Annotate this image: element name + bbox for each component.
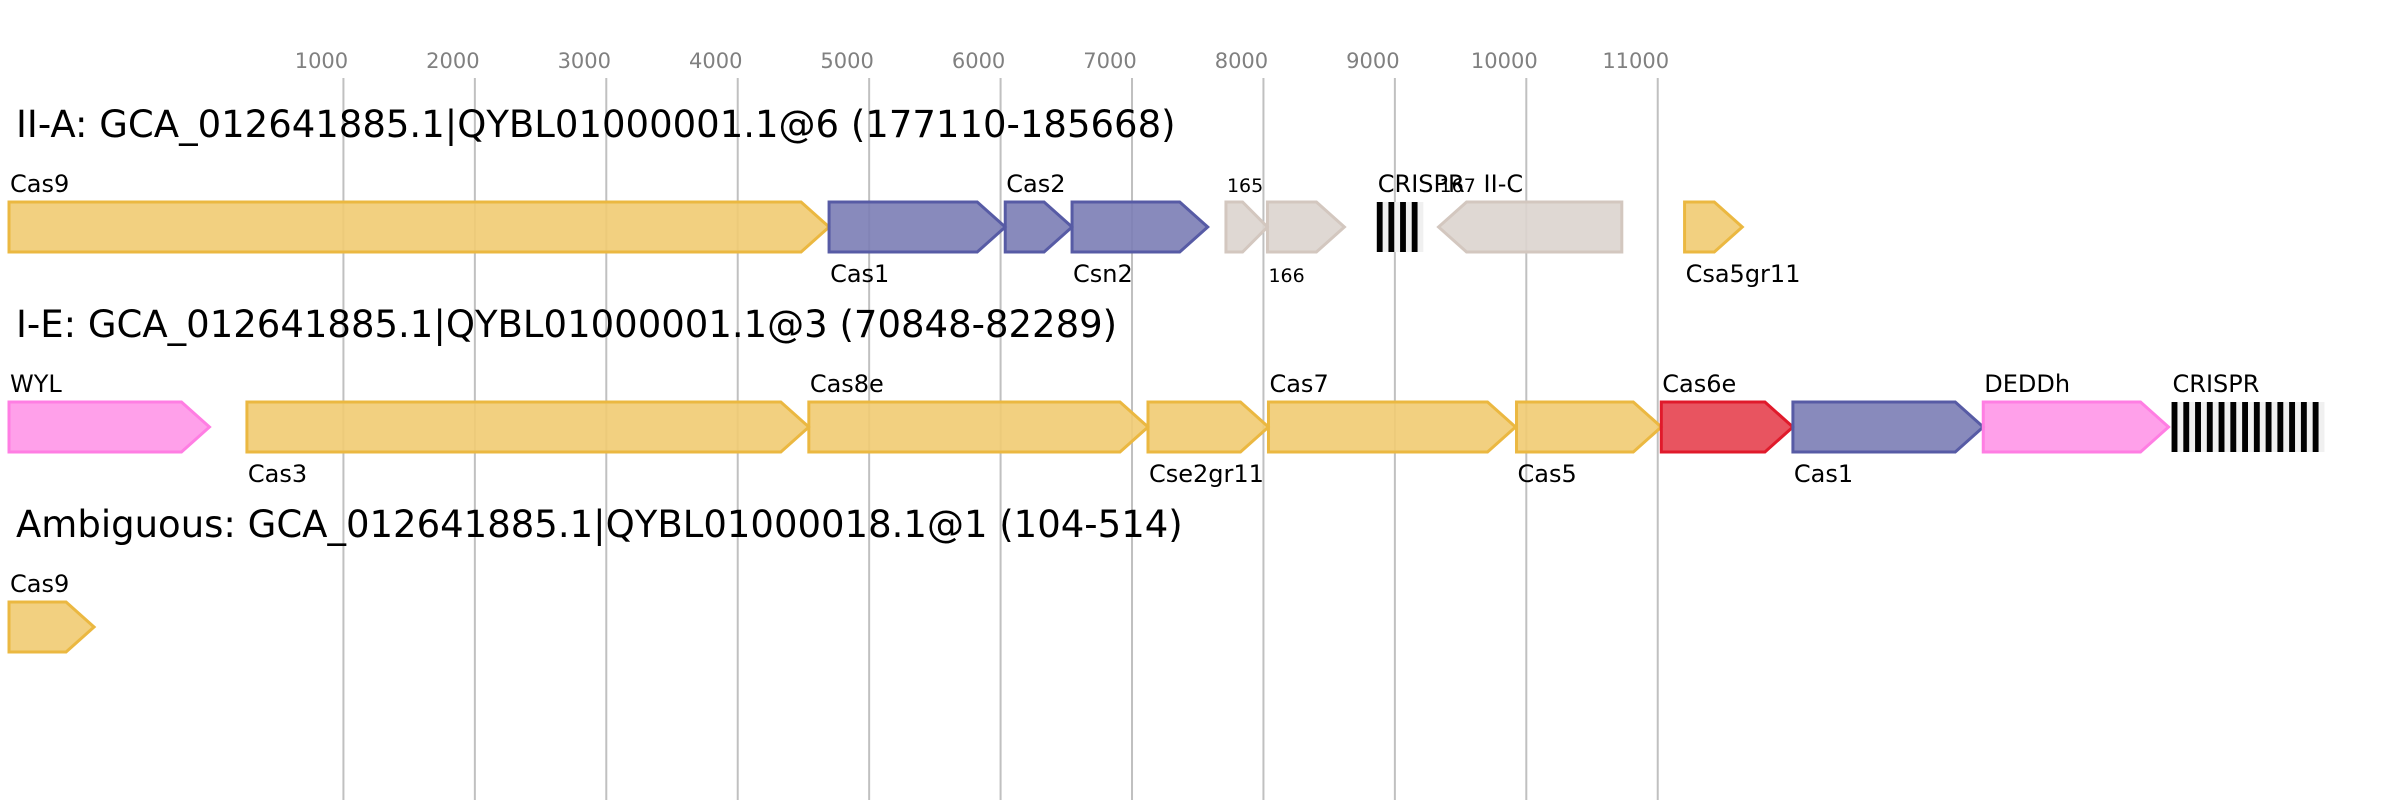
tick-label: 11000	[1602, 49, 1669, 73]
crispr-repeat	[2195, 402, 2201, 452]
gene-label: 165	[1227, 175, 1263, 197]
crispr-repeat	[2277, 402, 2284, 452]
gene-label: Cas1	[830, 260, 889, 288]
crispr-repeat	[2230, 402, 2237, 452]
tick-label: 9000	[1346, 49, 1399, 73]
gene-arrow[interactable]	[827, 200, 1008, 254]
gene-arrow[interactable]	[1265, 200, 1347, 254]
gene-label: Cas5	[1518, 460, 1577, 488]
locus-title: II-A: GCA_012641885.1|QYBL01000001.1@6 (…	[16, 103, 1176, 146]
gene-label: Cas9	[10, 570, 69, 598]
gene-arrow[interactable]	[245, 400, 812, 454]
gene-label-extra: II-C	[1484, 170, 1524, 198]
tick-label: 4000	[689, 49, 742, 73]
tick-label: 10000	[1471, 49, 1538, 73]
tick-label: 5000	[820, 49, 873, 73]
crispr-repeat	[1411, 202, 1418, 252]
loci-tracks: II-A: GCA_012641885.1|QYBL01000001.1@6 (…	[7, 103, 2325, 654]
tick-label: 1000	[295, 49, 348, 73]
gene-arrow[interactable]	[1436, 200, 1624, 254]
gene-label: Cse2gr11	[1149, 460, 1264, 488]
crispr-repeat	[2300, 402, 2307, 452]
tick-label: 6000	[952, 49, 1005, 73]
locus-track: II-A: GCA_012641885.1|QYBL01000001.1@6 (…	[7, 103, 1801, 288]
crispr-repeat	[2206, 402, 2213, 452]
locus-title: I-E: GCA_012641885.1|QYBL01000001.1@3 (7…	[16, 303, 1117, 346]
gene-label: Cas1	[1794, 460, 1853, 488]
locus-title: Ambiguous: GCA_012641885.1|QYBL01000018.…	[16, 503, 1183, 546]
gene-arrow[interactable]	[1659, 400, 1796, 454]
gene-arrow[interactable]	[7, 600, 97, 654]
crispr-repeat	[2265, 402, 2272, 452]
gene-arrow[interactable]	[1003, 200, 1075, 254]
gene-label: Cas2	[1006, 170, 1065, 198]
crispr-repeat	[2289, 402, 2296, 452]
crispr-repeat	[2171, 402, 2178, 452]
gene-arrow[interactable]	[1981, 400, 2171, 454]
gene-label: Cas6e	[1662, 370, 1736, 398]
gene-label: Cas7	[1269, 370, 1328, 398]
gene-arrow[interactable]	[807, 400, 1151, 454]
gene-label: Csa5gr11	[1686, 260, 1801, 288]
gene-arrow[interactable]	[1146, 400, 1271, 454]
gene-arrow[interactable]	[1070, 200, 1210, 254]
gene-label: 167	[1440, 175, 1476, 197]
gene-arrow[interactable]	[1515, 400, 1664, 454]
crispr-array[interactable]	[1376, 202, 1424, 252]
crispr-repeat	[2312, 402, 2319, 452]
locus-track: Ambiguous: GCA_012641885.1|QYBL01000018.…	[7, 503, 1183, 654]
gene-label: Csn2	[1073, 260, 1133, 288]
crispr-array[interactable]	[2171, 402, 2325, 452]
tick-label: 7000	[1083, 49, 1136, 73]
crispr-repeat	[2242, 402, 2248, 452]
gene-label: DEDDh	[1984, 370, 2070, 398]
tick-label: 3000	[558, 49, 611, 73]
locus-track: I-E: GCA_012641885.1|QYBL01000001.1@3 (7…	[7, 303, 2325, 488]
gene-label: CRISPR	[1378, 170, 1465, 198]
tick-label: 2000	[426, 49, 479, 73]
gene-label: WYL	[10, 370, 62, 398]
gene-arrow[interactable]	[7, 400, 212, 454]
gene-label: Cas9	[10, 170, 69, 198]
tick-label: 8000	[1215, 49, 1268, 73]
crispr-repeat	[2183, 402, 2190, 452]
crispr-repeat	[2253, 402, 2260, 452]
gene-label: Cas8e	[810, 370, 884, 398]
gene-label: 166	[1268, 265, 1304, 287]
crispr-repeat	[1376, 202, 1383, 252]
gene-label: CRISPR	[2173, 370, 2260, 398]
gene-arrow[interactable]	[1224, 200, 1270, 254]
gene-arrow[interactable]	[1791, 400, 1986, 454]
gene-label: Cas3	[248, 460, 307, 488]
gene-arrow[interactable]	[7, 200, 832, 254]
crispr-repeat	[1388, 202, 1395, 252]
crispr-repeat	[1400, 202, 1406, 252]
gene-arrow[interactable]	[1683, 200, 1745, 254]
gene-arrow[interactable]	[1266, 400, 1518, 454]
crispr-repeat	[2218, 402, 2225, 452]
